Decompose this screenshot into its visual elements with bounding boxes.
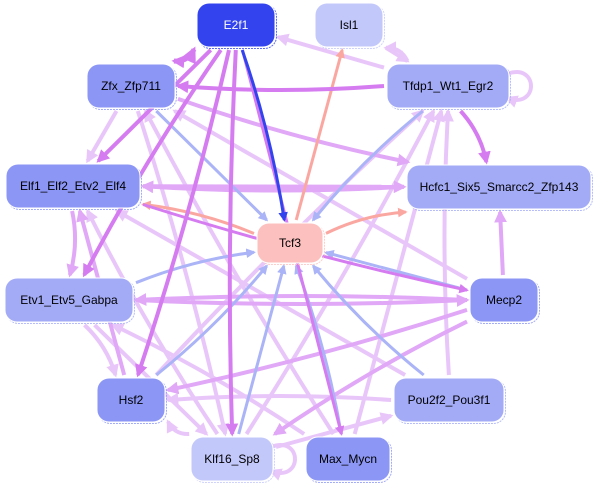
edge-klf16-sp8-to-klf16-sp8 (268, 443, 297, 481)
edge-e2f1-to-zfx-zfp711 (171, 48, 196, 69)
node-box[interactable] (256, 222, 324, 264)
edge-hsf2-to-tcf3 (155, 264, 268, 377)
node-zfx-zfp711[interactable]: Zfx_Zfp711 (86, 63, 177, 110)
node-box[interactable] (314, 2, 384, 48)
edge-klf16-sp8-to-hsf2 (166, 419, 190, 437)
node-elf1-elf2-etv2-elf4[interactable]: Elf1_Elf2_Etv2_Elf4 (5, 163, 142, 210)
edge-mecp2-to-klf16-sp8 (272, 319, 468, 436)
node-label: Hcfc1_Six5_Smarcc2_Zfp143 (420, 180, 579, 194)
edge-zfx-zfp711-to-klf16-sp8 (135, 110, 230, 437)
edge-mecp2-to-etv1-etv5-gabpa (133, 293, 468, 306)
edge-pou2f2-pou3f1-to-elf1-elf2-etv2-elf4 (114, 209, 407, 377)
edge-max-mycn-to-zfx-zfp711 (143, 108, 336, 436)
edge-zfx-zfp711-to-elf1-elf2-etv2-elf4 (85, 109, 119, 164)
edge-elf1-elf2-etv2-elf4-to-etv1-etv5-gabpa (66, 210, 79, 278)
node-box[interactable] (386, 63, 510, 109)
edge-pou2f2-pou3f1-to-hsf2 (165, 392, 392, 406)
node-max-mycn[interactable]: Max_Mycn (305, 436, 392, 483)
edge-mecp2-to-hsf2 (165, 307, 468, 395)
node-label: Tfdp1_Wt1_Egr2 (403, 79, 494, 93)
edge-tcf3-to-isl1 (294, 48, 345, 221)
node-label: Pou2f2_Pou3f1 (408, 393, 491, 407)
edge-tfdp1-wt1-egr2-to-tcf3 (311, 109, 424, 222)
edge-tfdp1-wt1-egr2-to-e2f1 (275, 33, 385, 70)
edge-etv1-etv5-gabpa-to-tcf3 (135, 248, 256, 285)
edge-e2f1-to-klf16-sp8 (225, 49, 239, 437)
edges-layer (66, 33, 533, 481)
edge-e2f1-to-hsf2 (135, 49, 231, 378)
node-tcf3[interactable]: Tcf3 (256, 222, 325, 265)
node-label: Mecp2 (486, 293, 522, 307)
edge-etv1-etv5-gabpa-to-mecp2 (135, 294, 470, 307)
node-box[interactable] (190, 436, 274, 482)
edge-zfx-zfp711-to-hcfc1-six5-smarcc2-zfp143 (177, 97, 411, 167)
node-e2f1[interactable]: E2f1 (196, 2, 277, 49)
edge-tfdp1-wt1-egr2-to-zfx-zfp711 (175, 80, 385, 94)
node-box[interactable] (5, 163, 141, 209)
edge-e2f1-to-tcf3 (240, 49, 288, 222)
node-hcfc1-six5-smarcc2-zfp143[interactable]: Hcfc1_Six5_Smarcc2_Zfp143 (406, 164, 593, 211)
node-hsf2[interactable]: Hsf2 (96, 377, 167, 424)
node-box[interactable] (305, 436, 391, 482)
node-box[interactable] (86, 63, 176, 109)
edge-zfx-zfp711-to-tcf3 (155, 109, 269, 222)
node-label: Tcf3 (279, 236, 301, 250)
node-isl1[interactable]: Isl1 (314, 2, 385, 49)
edge-hcfc1-six5-smarcc2-zfp143-to-elf1-elf2-etv2-elf4 (140, 180, 405, 194)
node-box[interactable] (196, 2, 276, 48)
edge-klf16-sp8-to-tcf3 (237, 264, 287, 435)
node-box[interactable] (469, 277, 539, 323)
edge-tcf3-to-hcfc1-six5-smarcc2-zfp143 (325, 207, 408, 235)
node-label: Hsf2 (119, 393, 144, 407)
edge-mecp2-to-hcfc1-six5-smarcc2-zfp143 (494, 209, 507, 276)
node-label: Isl1 (340, 18, 359, 32)
edge-max-mycn-to-etv1-etv5-gabpa (110, 323, 306, 436)
edge-tfdp1-wt1-egr2-to-hcfc1-six5-smarcc2-zfp143 (459, 109, 491, 165)
node-label: Klf16_Sp8 (204, 452, 260, 466)
node-etv1-etv5-gabpa[interactable]: Etv1_Etv5_Gabpa (4, 277, 135, 324)
node-label: Elf1_Elf2_Etv2_Elf4 (20, 179, 126, 193)
node-label: Max_Mycn (319, 452, 377, 466)
edge-pou2f2-pou3f1-to-tfdp1-wt1-egr2 (441, 108, 454, 376)
node-klf16-sp8[interactable]: Klf16_Sp8 (190, 436, 275, 483)
node-box[interactable] (393, 377, 505, 423)
node-label: Zfx_Zfp711 (101, 79, 161, 93)
edge-pou2f2-pou3f1-to-tcf3 (312, 264, 425, 377)
node-pou2f2-pou3f1[interactable]: Pou2f2_Pou3f1 (393, 377, 506, 424)
node-label: Etv1_Etv5_Gabpa (20, 293, 118, 307)
edge-mecp2-to-zfx-zfp711 (172, 109, 468, 281)
edge-tfdp1-wt1-egr2-to-tfdp1-wt1-egr2 (504, 70, 533, 108)
edge-etv1-etv5-gabpa-to-hsf2 (83, 323, 119, 378)
node-box[interactable] (96, 377, 166, 423)
node-mecp2[interactable]: Mecp2 (469, 277, 540, 324)
edge-isl1-to-tfdp1-wt1-egr2 (384, 46, 410, 63)
node-box[interactable] (406, 164, 592, 210)
node-label: E2f1 (224, 18, 249, 32)
edge-tcf3-to-elf1-elf2-etv2-elf4 (141, 200, 255, 235)
node-box[interactable] (4, 277, 134, 323)
edge-e2f1-to-etv1-etv5-gabpa (82, 48, 223, 278)
node-tfdp1-wt1-egr2[interactable]: Tfdp1_Wt1_Egr2 (386, 63, 511, 110)
